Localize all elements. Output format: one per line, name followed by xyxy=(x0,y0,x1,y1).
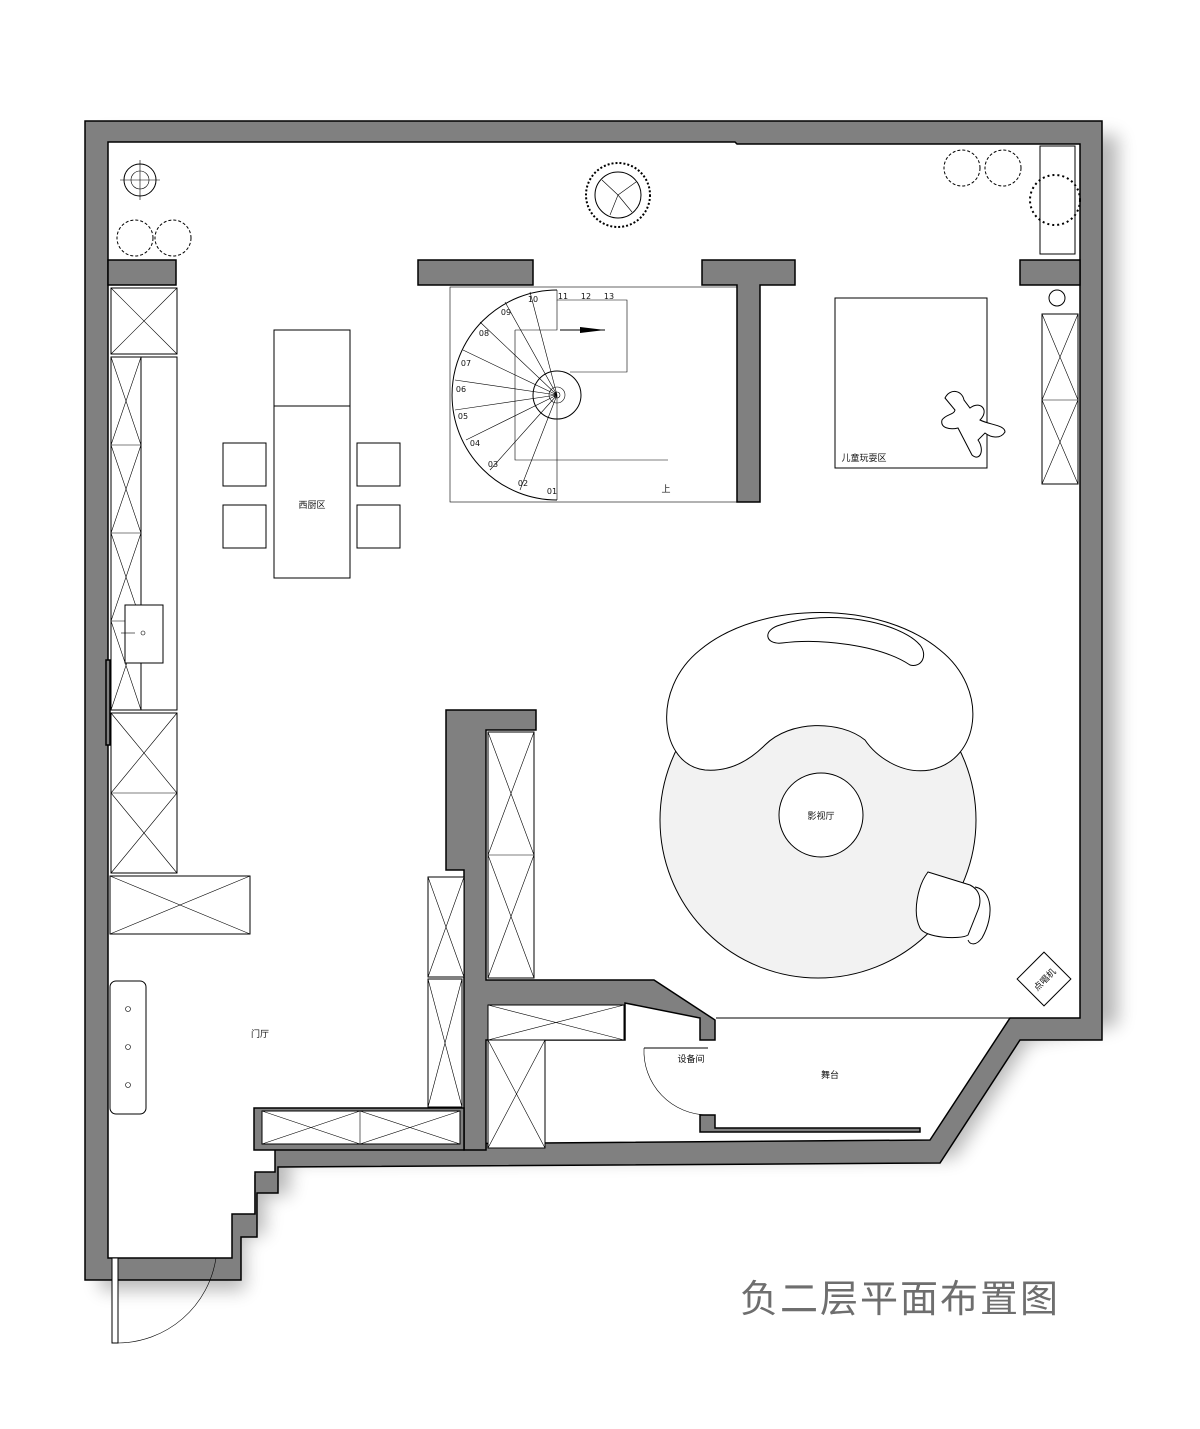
stair-step-label: 02 xyxy=(518,479,528,488)
center-cabinets xyxy=(261,731,625,1149)
foyer-bench xyxy=(109,980,147,1115)
label-foyer: 门厅 xyxy=(251,1028,269,1040)
karaoke-machine xyxy=(1016,951,1072,1007)
label-equipment: 设备间 xyxy=(677,1053,704,1065)
stair-step-label: 12 xyxy=(581,292,591,301)
stair-step-label: 04 xyxy=(470,439,480,448)
theater-armchair xyxy=(915,871,981,939)
label-stairs-up: 上 xyxy=(661,484,670,495)
label-west-kitchen: 西厨区 xyxy=(298,500,325,511)
entrance-door xyxy=(111,1257,217,1344)
label-kids-play: 儿童玩耍区 xyxy=(841,452,886,464)
stair-step-label: 13 xyxy=(604,292,614,301)
label-theater: 影视厅 xyxy=(807,810,834,822)
equipment-door xyxy=(643,1047,709,1116)
page-title: 负二层平面布置图 xyxy=(740,1277,1060,1321)
stair-step-label: 05 xyxy=(458,412,468,421)
spiral-staircase: 01 02 03 04 05 06 07 08 09 10 11 12 13 xyxy=(449,286,738,503)
stair-step-label: 11 xyxy=(558,292,568,301)
theater-area xyxy=(659,612,1072,1007)
wall-stub-right xyxy=(1019,259,1081,286)
compass-icon xyxy=(120,160,160,200)
stair-wall-left xyxy=(417,259,534,286)
plant-icon xyxy=(116,145,1081,257)
stair-step-label: 10 xyxy=(528,295,538,304)
stair-step-label: 09 xyxy=(501,308,511,317)
tree-icon xyxy=(585,162,651,228)
equipment-wall xyxy=(699,1114,921,1133)
dining-table xyxy=(222,329,401,579)
stair-step-label: 08 xyxy=(479,329,489,338)
kids-play-area xyxy=(834,297,1006,469)
theater-ottoman xyxy=(778,772,864,858)
stair-wall-right xyxy=(701,259,796,503)
stair-step-labels: 01 02 03 04 05 06 07 08 09 10 11 12 13 xyxy=(456,292,614,496)
stair-step-label: 03 xyxy=(488,460,498,469)
wall-stub-left xyxy=(107,259,177,286)
left-cabinets xyxy=(109,287,251,935)
left-wall-strip xyxy=(105,659,111,746)
stair-step-label: 01 xyxy=(547,487,557,496)
right-cabinet xyxy=(1041,289,1079,485)
label-stage: 舞台 xyxy=(821,1069,839,1081)
stair-step-label: 06 xyxy=(456,385,466,394)
stair-step-label: 07 xyxy=(461,359,471,368)
